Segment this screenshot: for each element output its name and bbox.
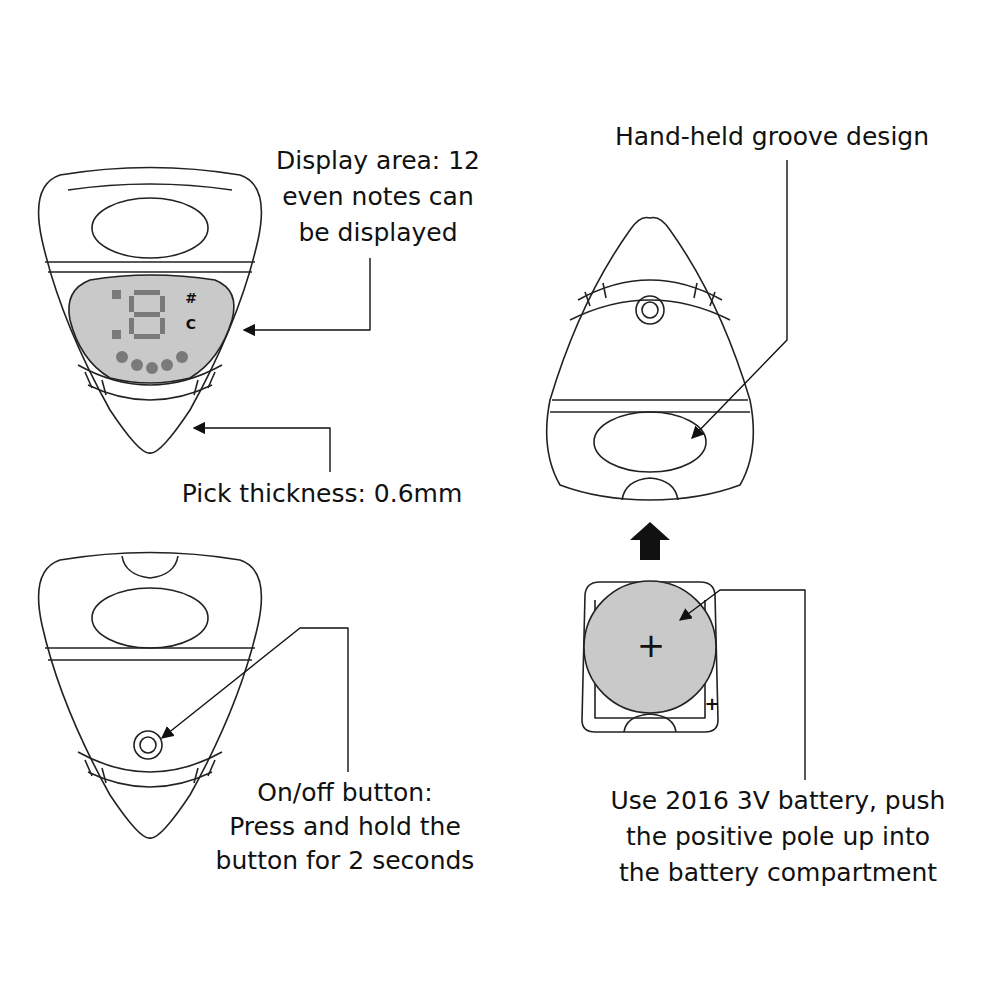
- polarity-mark: +: [637, 627, 666, 663]
- pick-inverted: [547, 218, 754, 501]
- note-letter: C: [186, 316, 196, 332]
- segment-digit: [112, 290, 165, 339]
- callout-label: Use 2016 3V battery, push the positive p…: [578, 783, 978, 891]
- battery-holder: [582, 581, 718, 732]
- pick-back: [39, 553, 262, 839]
- pick-front: [39, 168, 262, 454]
- polarity-mark: +: [704, 694, 719, 714]
- indicator-dots: [116, 351, 188, 374]
- callout-label: On/off button: Press and hold the button…: [210, 776, 480, 878]
- callout-label: Hand-held groove design: [615, 121, 929, 153]
- sharp-symbol: #: [185, 290, 197, 306]
- insert-arrow: [630, 522, 670, 560]
- dimension-label: Pick thickness: 0.6mm: [182, 478, 463, 510]
- leader-lines: [162, 160, 805, 780]
- callout-label: Display area: 12 even notes can be displ…: [243, 143, 513, 251]
